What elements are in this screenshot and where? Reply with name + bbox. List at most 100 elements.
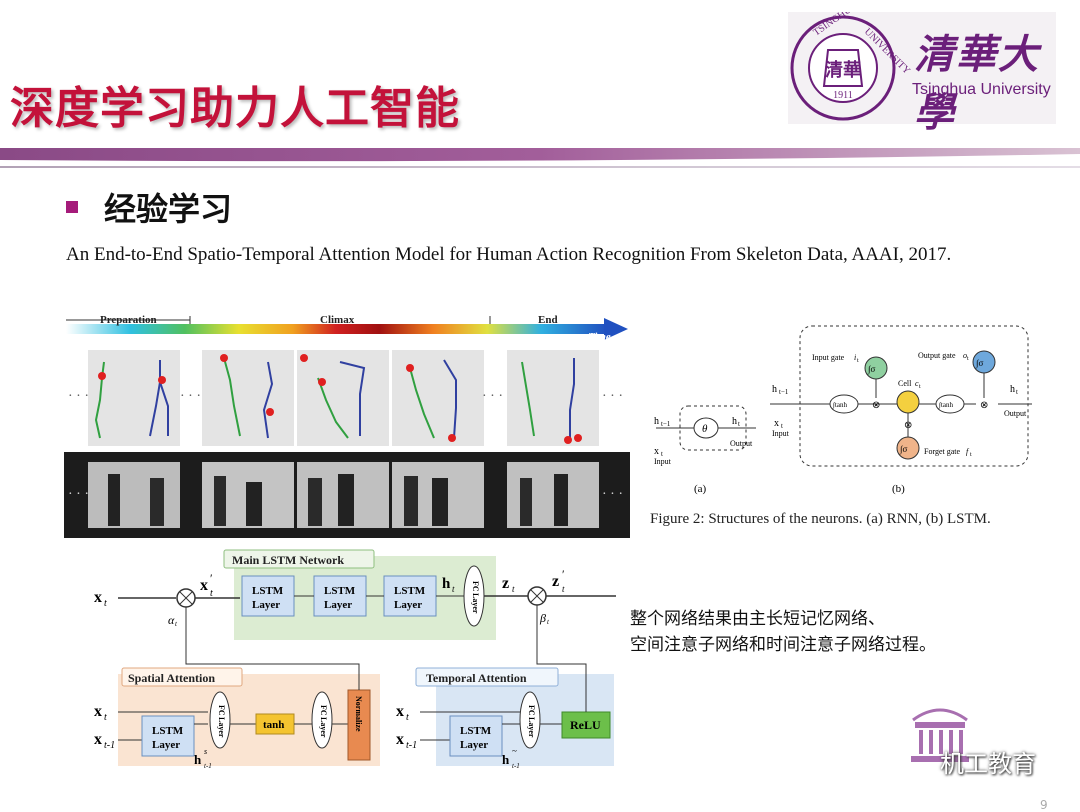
svg-text:t-1: t-1 [406, 740, 417, 751]
svg-text:x: x [200, 577, 208, 594]
svg-text:LSTM: LSTM [324, 585, 356, 597]
svg-text:Layer: Layer [319, 717, 328, 738]
section-heading: 经验学习 [104, 190, 233, 228]
seal-center-text: 清華 [825, 59, 861, 80]
svg-text:Output: Output [1004, 409, 1027, 418]
svg-text:′: ′ [210, 571, 213, 585]
svg-text:Output gate: Output gate [918, 351, 956, 360]
svg-text:∫σ: ∫σ [867, 364, 875, 375]
neuron-structures-figure: θ h t−1 h t x t Input Output (a) ∫tanh ∫… [654, 325, 1032, 495]
network-architecture-diagram: Main LSTM Network Spatial Attention Temp… [94, 549, 616, 770]
temporal-attention-title: Temporal Attention [426, 671, 527, 685]
svg-text:· · ·: · · · [180, 389, 201, 404]
svg-text:LSTM: LSTM [460, 725, 492, 737]
svg-text:t: t [406, 712, 409, 723]
svg-text:t−1: t−1 [779, 388, 789, 396]
spatial-attention-title: Spatial Attention [128, 671, 215, 685]
svg-text:t: t [1016, 388, 1018, 396]
slide-title: 深度学习助力人工智能 [10, 83, 460, 134]
svg-text:FC: FC [217, 705, 226, 716]
svg-text:t: t [970, 452, 972, 458]
svg-text:θ: θ [702, 423, 708, 435]
preparation-label: Preparation [100, 314, 157, 326]
main-lstm-layers: LSTM Layer LSTM Layer LSTM Layer [241, 575, 437, 617]
svg-text:Layer: Layer [217, 717, 226, 738]
svg-text:x: x [396, 703, 404, 720]
svg-text:∫tanh: ∫tanh [938, 401, 953, 409]
logo-english-name: Tsinghua University [912, 81, 1051, 98]
svg-text:x: x [774, 418, 779, 429]
watermark-building-icon [911, 708, 969, 762]
figure-a-label: (a) [694, 483, 707, 495]
svg-text:Forget gate: Forget gate [924, 447, 961, 456]
seal-year: 1911 [833, 90, 853, 101]
svg-text:Input: Input [772, 429, 790, 438]
watermark-text: 机工教育 [940, 750, 1036, 778]
figure-caption: Figure 2: Structures of the neurons. (a)… [650, 511, 991, 527]
heading-bullet [66, 201, 78, 213]
time-gradient-bar [66, 324, 606, 334]
svg-text:h: h [732, 416, 737, 427]
header-band [0, 148, 1080, 162]
svg-text:∫σ: ∫σ [899, 444, 907, 455]
note-line-2: 空间注意子网络和时间注意子网络过程。 [630, 635, 936, 655]
svg-text:s: s [204, 747, 207, 756]
svg-text:β: β [539, 611, 546, 625]
svg-text:Input gate: Input gate [812, 353, 845, 362]
svg-text:Layer: Layer [394, 599, 422, 611]
svg-text:t−1: t−1 [661, 420, 671, 428]
video-film-strip [64, 452, 630, 538]
climax-label: Climax [320, 314, 355, 326]
svg-text:Layer: Layer [324, 599, 352, 611]
svg-text:z: z [502, 575, 509, 592]
svg-text:Input: Input [654, 457, 672, 466]
action-figure: Time Preparation Climax End · · · · [64, 314, 630, 538]
svg-text:⊗: ⊗ [872, 400, 880, 411]
svg-text:α: α [168, 613, 175, 627]
svg-text:t: t [547, 618, 550, 626]
svg-text:x: x [654, 446, 659, 457]
svg-text:Layer: Layer [252, 599, 280, 611]
main-lstm-title: Main LSTM Network [232, 553, 344, 567]
svg-text:t-1: t-1 [104, 740, 115, 751]
svg-text:FC: FC [527, 705, 536, 716]
svg-text:LSTM: LSTM [394, 585, 426, 597]
svg-text:t: t [104, 712, 107, 723]
svg-text:· · ·: · · · [68, 487, 89, 502]
seal-bell [822, 49, 864, 87]
svg-text:t: t [452, 584, 455, 594]
note-line-1: 整个网络结果由主长短记忆网络、 [630, 609, 885, 629]
svg-text:t: t [857, 358, 859, 364]
network-description: 整个网络结果由主长短记忆网络、 空间注意子网络和时间注意子网络过程。 [630, 606, 936, 658]
svg-text:′: ′ [562, 567, 565, 581]
svg-text:h: h [772, 384, 777, 395]
skeleton-frames [88, 350, 599, 446]
time-arrow-head [604, 318, 628, 340]
svg-text:t-1: t-1 [512, 762, 520, 770]
svg-text:t: t [661, 450, 663, 458]
page-number: 9 [1040, 798, 1048, 812]
svg-text:t: t [781, 422, 783, 430]
svg-text:Layer: Layer [152, 739, 180, 751]
svg-text:z: z [552, 573, 559, 590]
svg-text:· · ·: · · · [602, 389, 623, 404]
svg-text:∫tanh: ∫tanh [832, 401, 847, 409]
svg-text:h: h [1010, 384, 1015, 395]
svg-text:x: x [94, 589, 102, 606]
end-label: End [538, 314, 558, 326]
svg-text:~: ~ [512, 746, 517, 756]
paper-citation: An End-to-End Spatio-Temporal Attention … [66, 244, 952, 265]
svg-text:h: h [442, 576, 451, 592]
header-underline [0, 166, 1080, 168]
svg-text:∫σ: ∫σ [975, 358, 983, 369]
svg-text:Layer: Layer [460, 739, 488, 751]
time-label: Time [588, 331, 611, 343]
seal-outer-ring [790, 15, 896, 121]
svg-text:h: h [194, 752, 202, 767]
tsinghua-logo: 清華 1911 TSINGHUA UNIVERSITY [788, 12, 1056, 124]
svg-text:Layer: Layer [471, 593, 480, 614]
figure-b-label: (b) [892, 483, 905, 495]
svg-text:x: x [94, 731, 102, 748]
svg-text:· · ·: · · · [68, 389, 89, 404]
svg-text:h: h [502, 752, 510, 767]
